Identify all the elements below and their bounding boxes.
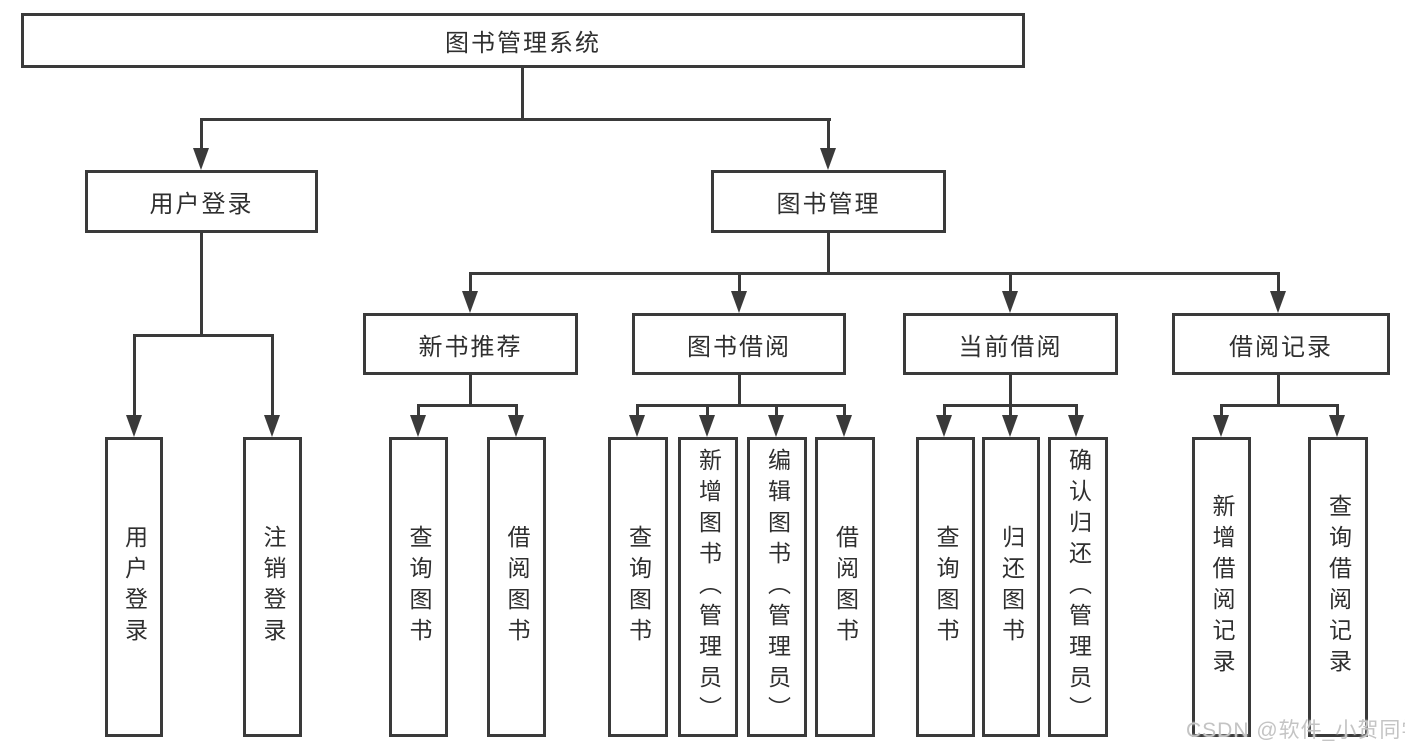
node-label: 图书管理系统: [445, 30, 601, 57]
node-label: 图书借阅: [687, 333, 791, 361]
leaf-confirm-return-admin: 确认归还（管理员）: [1048, 437, 1108, 737]
connector-line: [943, 404, 946, 419]
arrow-down-icon: [462, 291, 478, 313]
node-new-book-recommend: 新书推荐: [363, 313, 578, 375]
node-label: 图书管理: [776, 191, 881, 218]
node-user-login: 用户登录: [85, 170, 318, 233]
connector-line: [200, 118, 203, 152]
arrow-down-icon: [836, 415, 852, 437]
node-label: 新书推荐: [418, 333, 523, 361]
leaf-label: 用户登录: [121, 525, 148, 649]
leaf-edit-book-admin: 编辑图书（管理员）: [747, 437, 807, 737]
connector-line: [843, 404, 846, 419]
node-label: 用户登录: [149, 191, 254, 218]
node-label: 当前借阅: [958, 333, 1063, 361]
leaf-label: 确认归还（管理员）: [1065, 447, 1092, 727]
arrow-down-icon: [629, 415, 645, 437]
connector-line: [1277, 272, 1280, 294]
leaf-label: 借阅图书: [832, 525, 859, 649]
connector-line: [271, 334, 274, 418]
connector-line: [706, 404, 709, 419]
node-current-borrow: 当前借阅: [903, 313, 1118, 375]
leaf-label: 新增借阅记录: [1209, 494, 1235, 680]
leaf-borrow-books: 借阅图书: [815, 437, 875, 737]
leaf-query-books-borrow: 查询图书: [608, 437, 668, 737]
arrow-down-icon: [699, 415, 715, 437]
connector-line: [827, 118, 830, 152]
leaf-logout: 注销登录: [243, 437, 302, 737]
connector-line: [827, 233, 830, 275]
arrow-down-icon: [1329, 415, 1345, 437]
leaf-add-borrow-record: 新增借阅记录: [1192, 437, 1251, 737]
leaf-add-book-admin: 新增图书（管理员）: [678, 437, 738, 737]
leaf-borrow-books-recommend: 借阅图书: [487, 437, 546, 737]
connector-line: [636, 404, 639, 419]
arrow-down-icon: [768, 415, 784, 437]
arrow-down-icon: [1270, 291, 1286, 313]
leaf-label: 查询图书: [625, 525, 652, 649]
arrow-down-icon: [1213, 415, 1229, 437]
connector-line: [775, 404, 778, 419]
leaf-label: 新增图书（管理员）: [695, 447, 722, 727]
connector-line: [1009, 375, 1012, 406]
connector-line: [738, 272, 741, 294]
connector-line: [1220, 404, 1339, 407]
connector-line: [469, 272, 1280, 275]
connector-line: [200, 233, 203, 337]
connector-line: [738, 375, 741, 406]
leaf-label: 借阅图书: [504, 525, 530, 649]
leaf-query-books-recommend: 查询图书: [389, 437, 448, 737]
arrow-down-icon: [410, 415, 426, 437]
node-library-system: 图书管理系统: [21, 13, 1025, 68]
arrow-down-icon: [264, 415, 280, 437]
connector-line: [469, 375, 472, 406]
node-book-borrow: 图书借阅: [632, 313, 846, 375]
connector-line: [1336, 404, 1339, 419]
connector-line: [469, 272, 472, 294]
leaf-label: 查询借阅记录: [1325, 494, 1352, 680]
arrow-down-icon: [820, 148, 836, 170]
leaf-label: 归还图书: [998, 525, 1025, 649]
arrow-down-icon: [508, 415, 524, 437]
connector-line: [636, 404, 845, 407]
arrow-down-icon: [1068, 415, 1084, 437]
connector-line: [1075, 404, 1078, 419]
connector-line: [1009, 404, 1012, 419]
connector-line: [521, 68, 524, 118]
arrow-down-icon: [193, 148, 209, 170]
connector-line: [515, 404, 518, 419]
connector-line: [417, 404, 518, 407]
leaf-return-book: 归还图书: [982, 437, 1040, 737]
leaf-query-books-current: 查询图书: [916, 437, 975, 737]
watermark: CSDN @软件_小贺同学: [1186, 719, 1405, 742]
arrow-down-icon: [731, 291, 747, 313]
node-book-management: 图书管理: [711, 170, 946, 233]
leaf-label: 注销登录: [260, 525, 286, 649]
leaf-user-login: 用户登录: [105, 437, 163, 737]
leaf-label: 编辑图书（管理员）: [764, 447, 791, 727]
arrow-down-icon: [936, 415, 952, 437]
connector-line: [200, 118, 831, 121]
leaf-query-borrow-record: 查询借阅记录: [1308, 437, 1368, 737]
arrow-down-icon: [1002, 415, 1018, 437]
arrow-down-icon: [1002, 291, 1018, 313]
connector-line: [133, 334, 136, 418]
leaf-label: 查询图书: [933, 525, 959, 649]
node-borrow-records: 借阅记录: [1172, 313, 1390, 375]
connector-line: [1220, 404, 1223, 419]
connector-line: [133, 334, 274, 337]
connector-line: [417, 404, 420, 419]
arrow-down-icon: [126, 415, 142, 437]
connector-line: [1009, 272, 1012, 294]
connector-line: [1277, 375, 1280, 406]
leaf-label: 查询图书: [406, 525, 432, 649]
node-label: 借阅记录: [1229, 333, 1333, 361]
